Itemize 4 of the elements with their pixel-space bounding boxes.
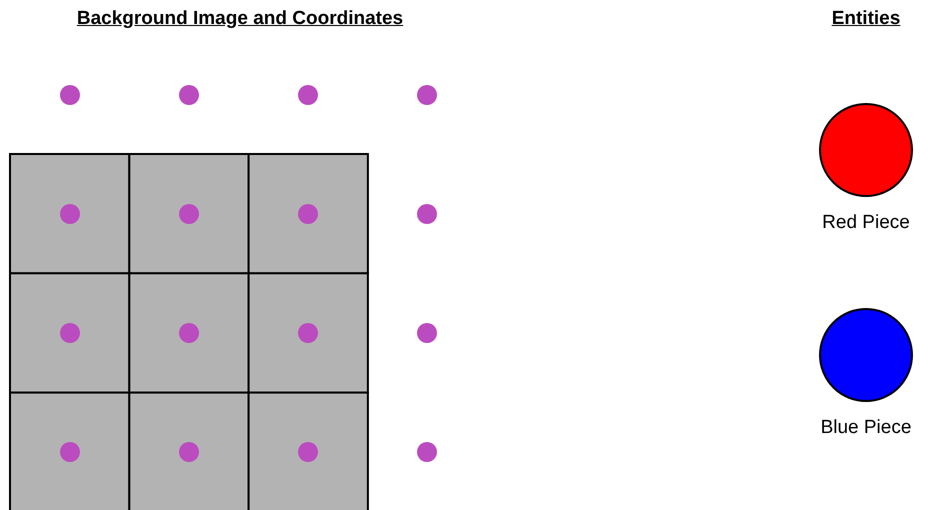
- legend-label: Blue Piece: [820, 417, 912, 439]
- heading: Background Image and Coordinates: [76, 8, 404, 30]
- legend-label: Red Piece: [822, 212, 910, 234]
- heading: Entities: [832, 8, 900, 30]
